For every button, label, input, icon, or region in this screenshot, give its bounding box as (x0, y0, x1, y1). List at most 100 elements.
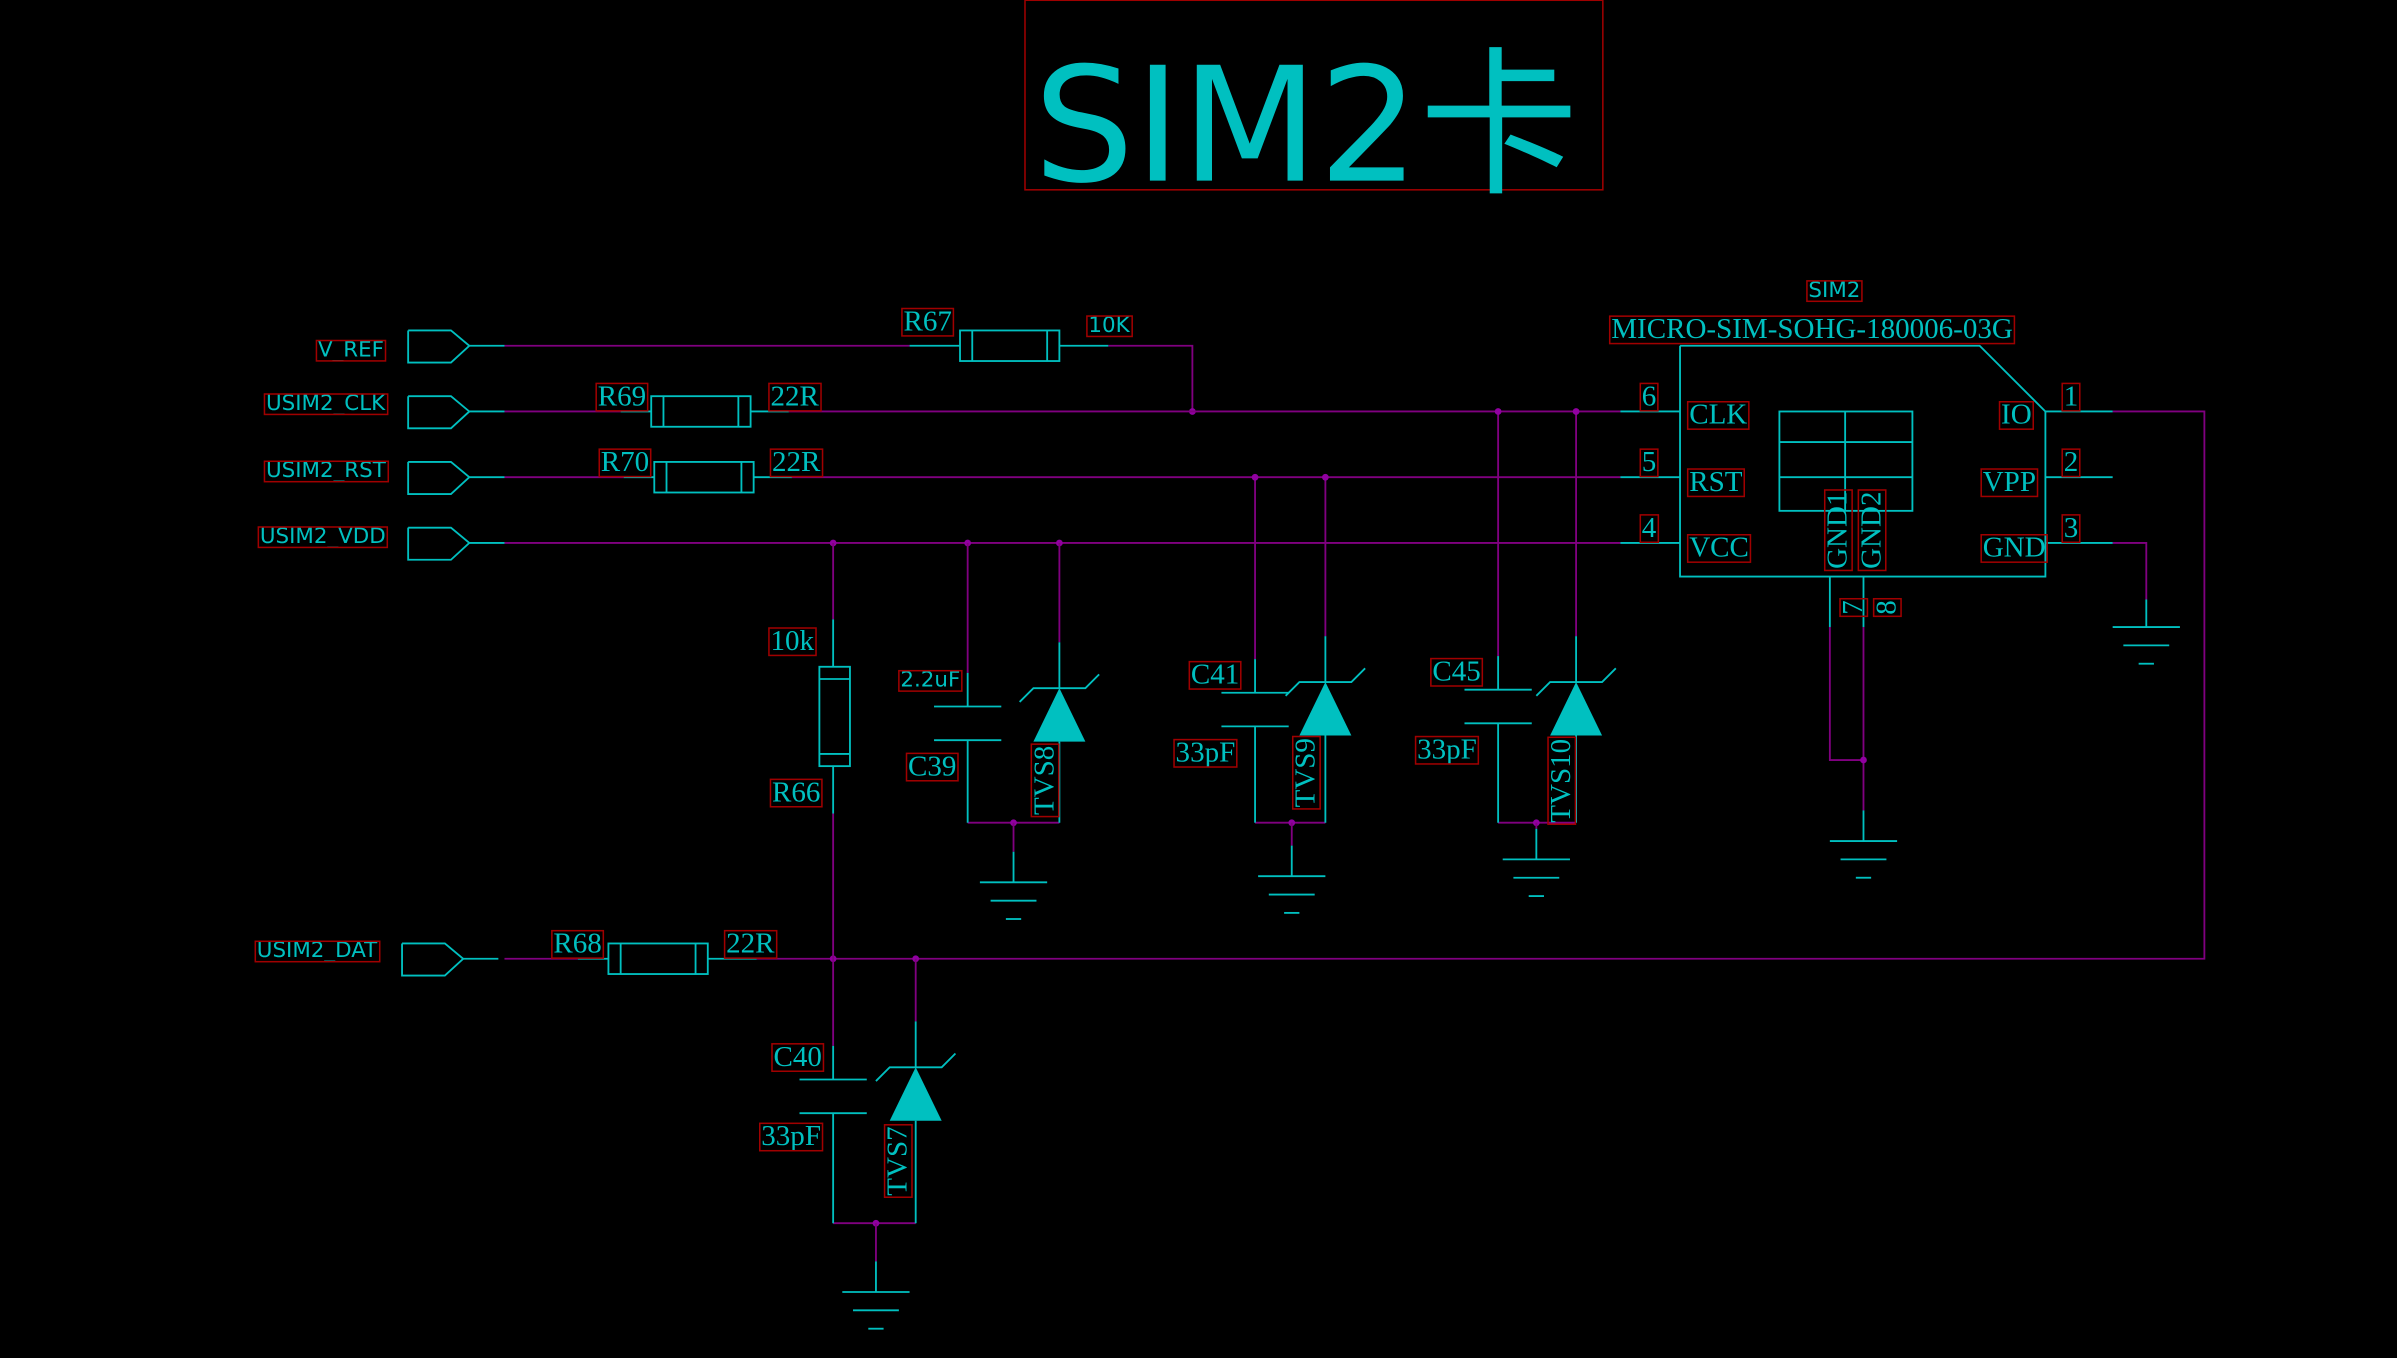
label-box (1980, 468, 2039, 498)
label-box (1686, 401, 1750, 430)
r69-value: 22R (770, 380, 819, 412)
tvs10-ref: TVS10 (1545, 739, 1577, 823)
pin-name-rst: RST (1689, 466, 1743, 498)
label-box (1430, 657, 1484, 687)
label-box (1291, 735, 1321, 810)
label-box (1188, 660, 1242, 690)
pin-name-gnd2: GND2 (1855, 492, 1887, 569)
pin-number-8: 8 (1871, 600, 1903, 615)
label-box (758, 1122, 824, 1152)
junction-dot (1572, 408, 1580, 415)
r67-value: 10K (1088, 313, 1130, 338)
label-box (2061, 382, 2081, 412)
pin-number-1: 1 (2064, 380, 2079, 412)
pin-number-5: 5 (1642, 446, 1657, 478)
tvs-diode-tvs8 (1018, 673, 1100, 703)
r67-ref: R67 (903, 305, 951, 337)
label-box (883, 1124, 913, 1198)
port-label-dat: USIM2_DAT (257, 938, 378, 963)
title-frame (1024, 0, 1604, 191)
label-box (1639, 382, 1659, 412)
port-label-v-ref: V_REF (318, 337, 384, 362)
port-dat (401, 942, 465, 977)
label-box (2061, 448, 2081, 478)
connector-ref: SIM2 (1808, 278, 1860, 303)
label-box (257, 526, 389, 549)
tvs-diode-tvs7 (875, 1052, 957, 1082)
tvs-diode-tvs9 (1284, 667, 1366, 697)
label-box (263, 393, 389, 416)
c39-ref: C39 (908, 750, 956, 782)
tvs-diode-tvs10 (1535, 667, 1617, 697)
tvs8-ref: TVS8 (1028, 746, 1060, 815)
junction-dot (1322, 473, 1329, 481)
label-box (551, 929, 605, 959)
connector-part: MICRO-SIM-SOHG-180006-03G (1611, 313, 2013, 345)
label-box (1030, 743, 1060, 818)
label-box (768, 382, 822, 412)
resistor-r70 (653, 461, 755, 494)
wire (1108, 344, 1194, 412)
label-box (769, 448, 824, 478)
label-box (1980, 533, 2048, 563)
pin-number-6: 6 (1642, 380, 1657, 412)
r68-ref: R68 (553, 928, 601, 960)
port-label-vdd: USIM2_VDD (260, 524, 386, 549)
pin-name-gnd: GND (1983, 532, 2046, 564)
port-vdd (407, 526, 471, 561)
c39-value: 2.2uF (900, 668, 960, 693)
label-box (1823, 489, 1853, 572)
label-box (898, 669, 963, 692)
pin-name-gnd1: GND1 (1822, 492, 1854, 569)
junction-dot (1251, 473, 1259, 481)
r68-value: 22R (726, 928, 775, 960)
label-box (769, 778, 823, 808)
label-box (1639, 514, 1660, 544)
label-box (1686, 468, 1746, 498)
label-box (595, 382, 649, 412)
sim-connector-body (1679, 344, 2047, 578)
label-box (905, 752, 959, 782)
label-box (263, 460, 390, 483)
label-box (1872, 597, 1902, 618)
label-box (1839, 597, 1869, 618)
pin-name-clk: CLK (1689, 399, 1747, 431)
label-box (254, 940, 381, 963)
tvs9-ref: TVS9 (1290, 738, 1322, 807)
label-box (1686, 533, 1752, 563)
symbols (401, 329, 2180, 1330)
label-box (901, 307, 955, 337)
tvs-diode-tvs7 (889, 1067, 942, 1121)
wire (2112, 542, 2148, 600)
resistor-r68 (607, 942, 709, 975)
wires (504, 344, 2206, 1262)
pin-number-4: 4 (1642, 512, 1657, 544)
label-box (1086, 315, 1133, 338)
r66-value: 10k (770, 625, 814, 657)
label-box (1608, 315, 2016, 345)
pin-number-2: 2 (2064, 446, 2079, 478)
pin-number-7: 7 (1837, 600, 1869, 615)
tvs-diode-tvs10 (1550, 682, 1603, 736)
wire (756, 410, 2206, 960)
r70-value: 22R (772, 446, 821, 478)
label-box (1639, 448, 1659, 478)
label-box (723, 929, 778, 959)
label-box (1857, 489, 1887, 572)
c45-value: 33pF (1417, 733, 1477, 765)
pin-name-vpp: VPP (1983, 466, 2036, 498)
pin-number-3: 3 (2064, 512, 2079, 544)
resistor-r66 (818, 665, 851, 768)
tvs7-ref: TVS7 (882, 1126, 914, 1195)
label-box (598, 448, 652, 478)
port-clk (407, 395, 471, 430)
c40-ref: C40 (774, 1041, 822, 1073)
pin-name-io: IO (2001, 399, 2032, 431)
label-box (2061, 514, 2081, 544)
port-label-rst: USIM2_RST (266, 458, 387, 483)
c45-ref: C45 (1432, 656, 1480, 688)
r66-ref: R66 (772, 776, 820, 808)
junction-dot (1860, 756, 1867, 764)
label-box (1806, 280, 1863, 303)
